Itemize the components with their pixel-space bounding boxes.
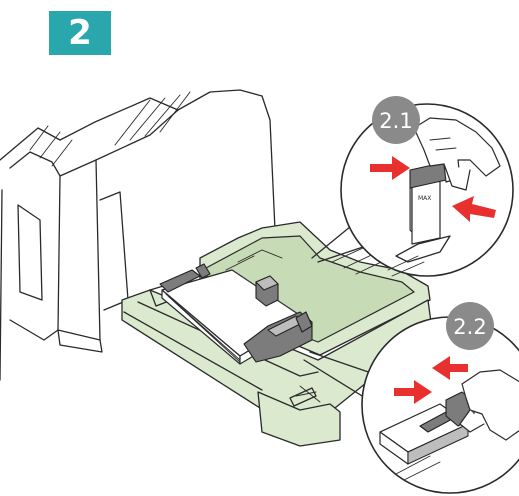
arrow-right-icon <box>370 156 410 180</box>
step-number-badge: 2 <box>49 11 111 55</box>
callout-2-2: 2.2 <box>361 302 519 494</box>
arrow-left-icon <box>452 196 496 222</box>
length-guide <box>255 275 279 307</box>
printer-body <box>0 89 276 381</box>
callout-2-1: MAX 2.1 <box>340 96 514 277</box>
callout-2-1-badge <box>372 96 420 144</box>
callout-2-2-badge <box>446 302 494 350</box>
left-side-guide <box>159 263 211 293</box>
callout-2-1-label: 2.1 <box>379 109 412 133</box>
arrow-right-icon <box>394 380 432 404</box>
width-guide <box>243 311 313 363</box>
callout-connector-top <box>311 221 367 263</box>
callout-2-2-label: 2.2 <box>453 315 486 339</box>
max-label: MAX <box>418 195 431 202</box>
arrow-left-icon <box>432 356 468 380</box>
